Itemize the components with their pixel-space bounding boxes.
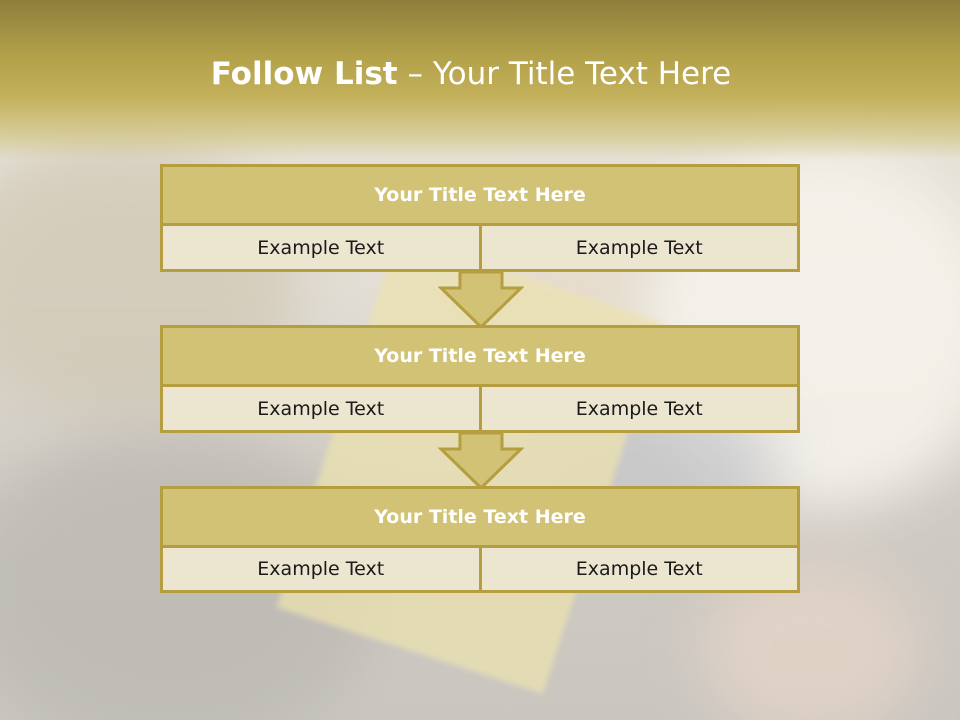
block-cell-left: Example Text <box>257 236 385 259</box>
list-block-2: Your Title Text Here Example Text Exampl… <box>160 325 800 433</box>
block-title: Your Title Text Here <box>163 167 797 226</box>
title-rest: – Your Title Text Here <box>397 56 732 92</box>
header-band <box>0 0 960 160</box>
block-cell-right: Example Text <box>478 387 798 430</box>
slide-title: Follow List – Your Title Text Here <box>0 56 942 92</box>
block-cell-right: Example Text <box>478 226 798 269</box>
block-title: Your Title Text Here <box>163 328 797 387</box>
arrow-down-icon <box>438 432 524 490</box>
list-block-3: Your Title Text Here Example Text Exampl… <box>160 486 800 593</box>
block-cell-left: Example Text <box>257 558 385 580</box>
list-block-1: Your Title Text Here Example Text Exampl… <box>160 164 800 272</box>
title-bold: Follow List <box>210 56 398 92</box>
arrow-down-icon <box>438 271 524 329</box>
block-title: Your Title Text Here <box>163 489 797 548</box>
block-cell-left: Example Text <box>257 397 385 420</box>
block-cell-right: Example Text <box>478 548 798 590</box>
